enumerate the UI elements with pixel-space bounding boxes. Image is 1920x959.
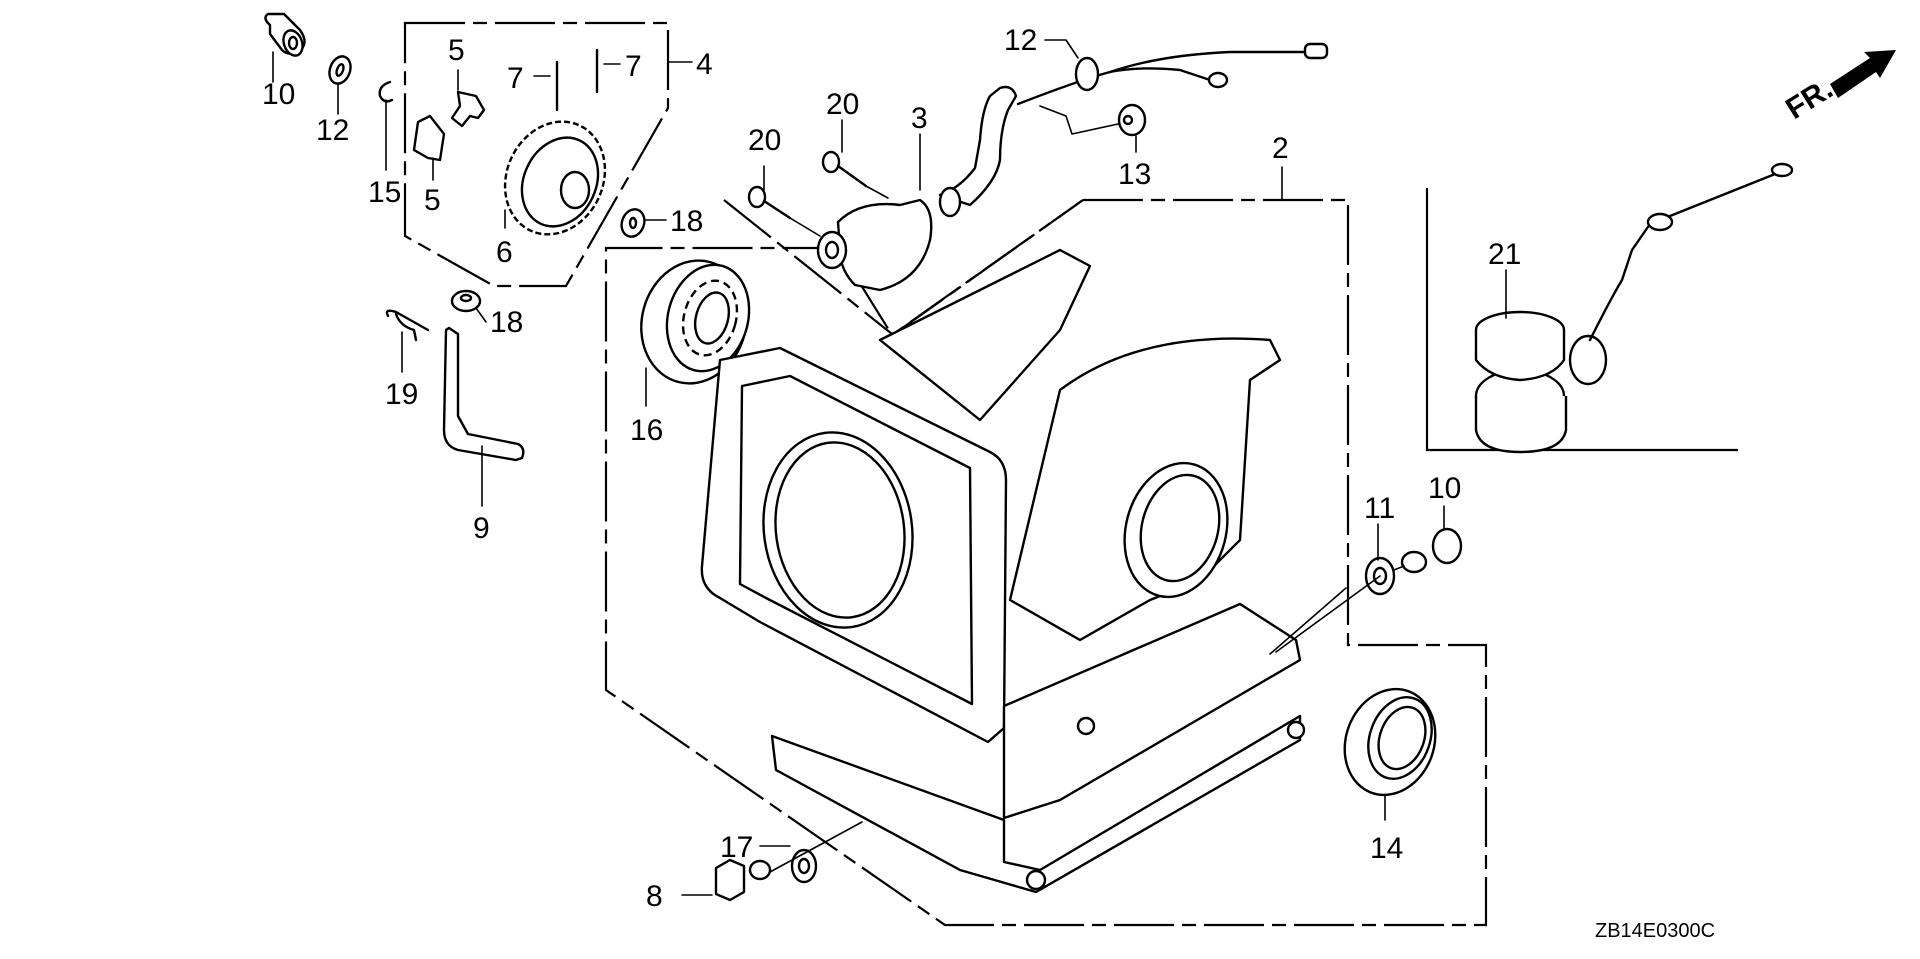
washer-part[interactable] (618, 206, 648, 240)
thrust-washer-part[interactable] (326, 53, 354, 86)
callout-2[interactable]: 2 (1272, 132, 1289, 165)
clip-part[interactable] (385, 309, 430, 342)
callout-20-left[interactable]: 20 (748, 124, 781, 157)
callout-20-right[interactable]: 20 (826, 88, 859, 121)
washer-part[interactable] (450, 289, 482, 313)
callout-18-bottom[interactable]: 18 (490, 306, 523, 339)
callout-11[interactable]: 12 (316, 114, 349, 147)
oil-seal-part[interactable] (1330, 676, 1450, 808)
wire-terminal (1303, 42, 1329, 60)
wire-terminal (1207, 71, 1229, 89)
breather-tube-part[interactable] (442, 326, 525, 462)
callout-17[interactable]: 13 (1118, 158, 1151, 191)
callout-leaders (272, 39, 1507, 896)
radial-ball-bearing-part[interactable] (628, 249, 761, 396)
callout-4[interactable]: 4 (696, 48, 713, 81)
callout-14[interactable]: 16 (630, 414, 663, 447)
callout-12-right[interactable]: 11 (1364, 492, 1395, 525)
callout-3[interactable]: 3 (911, 102, 928, 135)
callout-7-left[interactable]: 7 (507, 62, 524, 95)
governor-gear-part[interactable] (487, 105, 623, 251)
barrel-group-outline (604, 198, 1488, 927)
drain-bolt-part[interactable] (714, 858, 772, 902)
drain-bolt-part[interactable] (1400, 527, 1463, 574)
callout-15[interactable]: 14 (1370, 832, 1403, 865)
callout-5-top[interactable]: 5 (448, 34, 465, 67)
leader-line (769, 821, 863, 873)
callout-8[interactable]: 10 (262, 78, 295, 111)
switch-wire[interactable] (1108, 67, 1212, 82)
callout-7-right[interactable]: 7 (625, 50, 642, 83)
front-arrow-icon (1830, 50, 1896, 98)
leader-line (723, 199, 893, 335)
grommet-part[interactable] (1074, 56, 1100, 92)
alt-part-panel (1425, 188, 1738, 452)
callout-18-top[interactable]: 18 (670, 205, 703, 238)
leader-line (1275, 575, 1381, 653)
callout-10-bottom[interactable]: 8 (646, 880, 663, 913)
callout-13[interactable]: 15 (368, 176, 401, 209)
leader-line (865, 185, 889, 199)
callout-21[interactable]: 21 (1488, 238, 1521, 271)
switch-wire[interactable] (1016, 50, 1320, 106)
callout-labels: 10 12 15 5 5 7 7 4 6 18 18 19 9 16 20 20… (262, 24, 1521, 913)
sealing-washer-part[interactable] (790, 848, 818, 884)
flange-bolt-part[interactable] (821, 150, 868, 188)
leader-line (893, 199, 1084, 335)
oil-level-switch-alt-part[interactable] (1474, 162, 1794, 454)
callout-10-right[interactable]: 10 (1428, 472, 1461, 505)
governor-weight-part[interactable] (412, 114, 446, 162)
callout-6[interactable]: 6 (496, 236, 513, 269)
snap-ring-part[interactable] (378, 80, 394, 103)
governor-weight-part[interactable] (450, 90, 486, 128)
oil-level-switch-part[interactable] (816, 85, 1018, 292)
callout-19[interactable]: 19 (385, 378, 418, 411)
callout-16[interactable]: 12 (1004, 24, 1037, 57)
cylinder-barrel-part[interactable] (700, 248, 1347, 894)
governor-slider-part[interactable] (264, 12, 306, 58)
flange-bolt-part[interactable] (747, 185, 792, 220)
leader-line (1393, 565, 1405, 571)
front-direction-label: FR. (1780, 72, 1838, 126)
callout-5-bottom[interactable]: 5 (424, 184, 441, 217)
front-direction-indicator: FR. (1780, 50, 1896, 126)
governor-group-outline (403, 21, 670, 288)
callout-9[interactable]: 9 (473, 512, 490, 545)
leader-line (1039, 105, 1119, 135)
leader-line (789, 217, 821, 237)
callout-12-bottom[interactable]: 17 (720, 831, 753, 864)
drawing-code: ZB14E0300C (1595, 920, 1715, 942)
grommet-part[interactable] (1117, 103, 1147, 137)
